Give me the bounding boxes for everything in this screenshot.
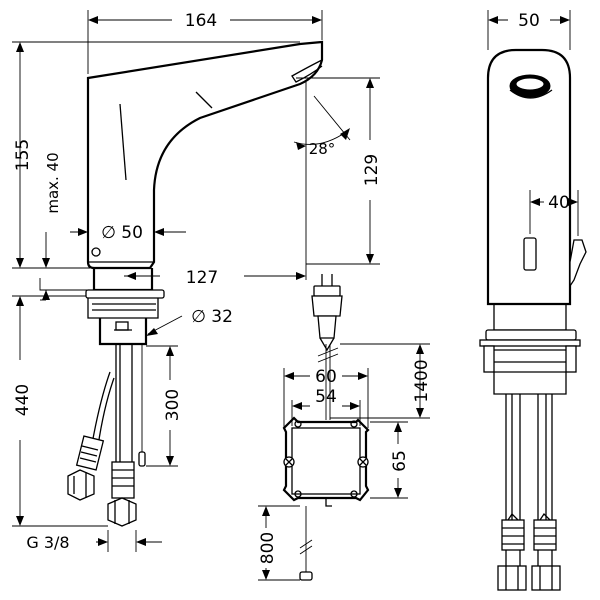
dimension-labels: 164 155 max. 40 ∅ 50 127 129 28° ∅ 32 44… xyxy=(13,11,570,564)
dim-box-width-outer: 60 xyxy=(315,367,337,387)
dim-front-inner: 40 xyxy=(548,193,570,213)
dim-shank-diameter: ∅ 32 xyxy=(191,307,233,327)
dim-tail-length: 300 xyxy=(163,389,183,421)
dim-spout-length: 164 xyxy=(185,11,217,31)
dim-box-width-inner: 54 xyxy=(315,387,337,407)
dim-projection: 127 xyxy=(186,268,218,288)
dim-max-deck: max. 40 xyxy=(44,152,62,213)
side-dimensions xyxy=(12,8,380,552)
faucet-front-view xyxy=(479,10,587,591)
dim-front-width: 50 xyxy=(518,11,540,31)
dim-cable-lower: 800 xyxy=(258,532,278,564)
dim-spray-angle: 28° xyxy=(309,140,336,158)
dim-base-diameter: ∅ 50 xyxy=(101,223,143,243)
dim-spout-height: 129 xyxy=(362,154,382,186)
dim-thread: G 3/8 xyxy=(26,533,69,552)
dim-hose-length: 440 xyxy=(13,384,33,416)
dim-box-height: 65 xyxy=(390,450,410,472)
dim-overall-height: 155 xyxy=(13,139,33,171)
dim-cable-upper: 1400 xyxy=(412,359,432,402)
control-box-view xyxy=(258,274,430,581)
faucet-side-view xyxy=(67,40,324,527)
